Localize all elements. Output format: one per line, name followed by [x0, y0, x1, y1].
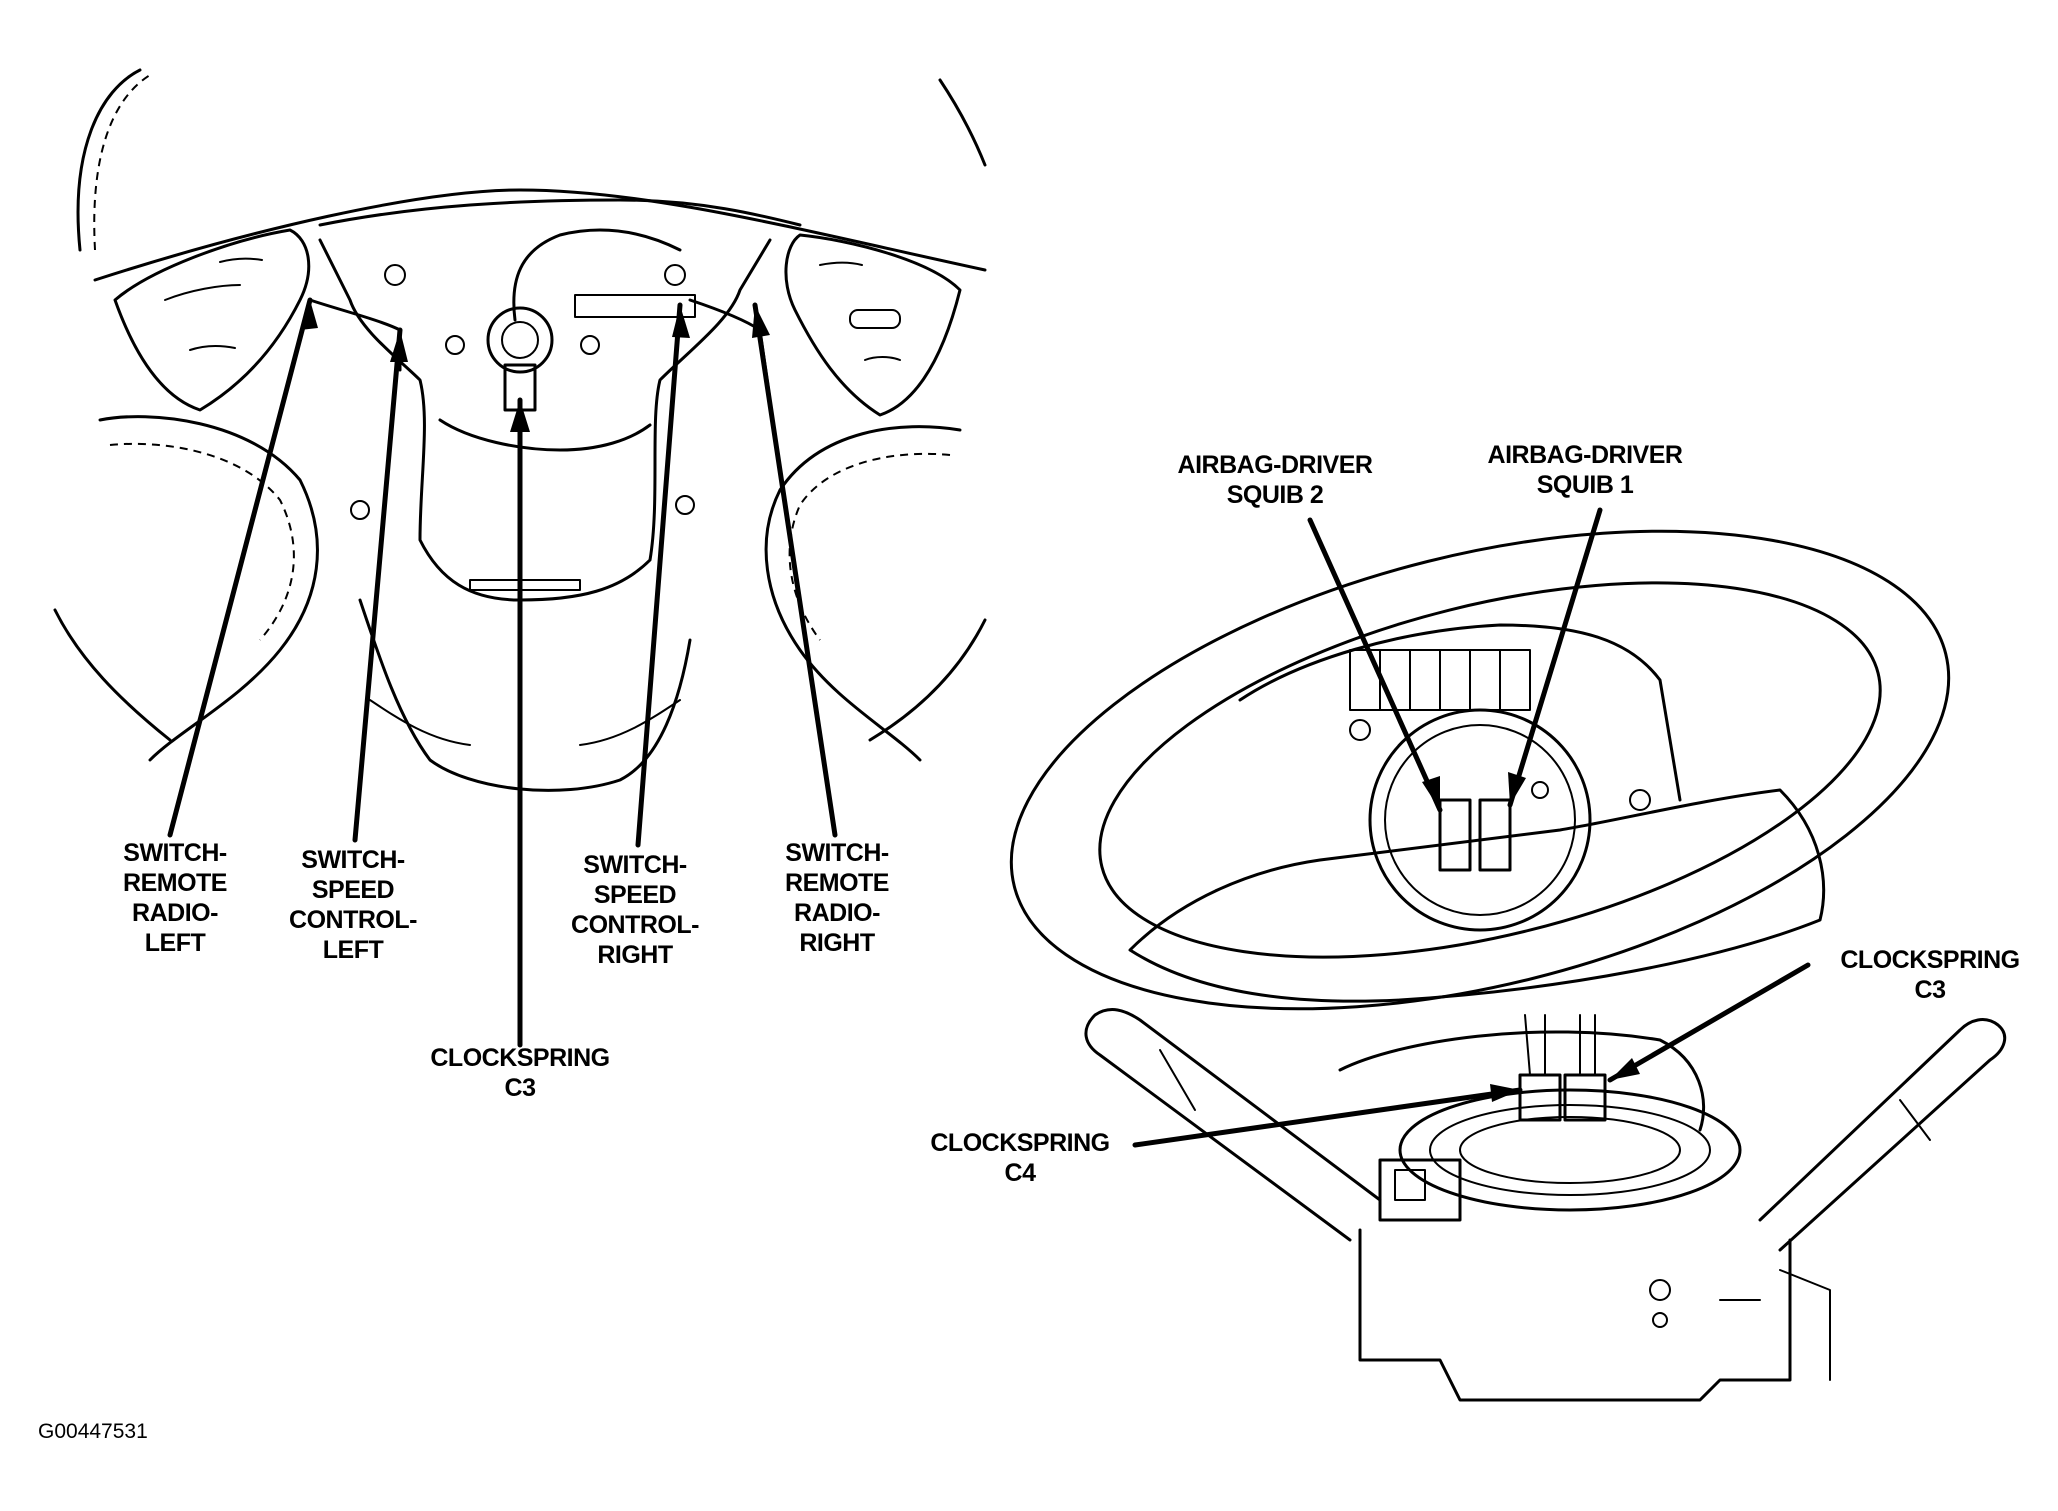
label-switch-speed-control-right: SWITCH- SPEED CONTROL- RIGHT [550, 850, 720, 970]
airbag-connector-grid [1349, 649, 1531, 711]
label-line: CONTROL- [571, 911, 699, 939]
label-line: RADIO- [132, 899, 218, 927]
label-line: SQUIB 2 [1226, 481, 1324, 509]
label-switch-remote-radio-right: SWITCH- REMOTE RADIO- RIGHT [752, 838, 922, 958]
right-leader-lines [1132, 507, 1811, 1148]
label-line: AIRBAG-DRIVER [1177, 451, 1373, 479]
label-line: C3 [1914, 976, 1946, 1004]
label-line: REMOTE [785, 869, 889, 897]
label-clockspring-c4: CLOCKSPRING C4 [905, 1128, 1135, 1188]
label-line: CLOCKSPRING [1840, 946, 2020, 974]
label-line: RIGHT [799, 929, 875, 957]
label-clockspring-c3-left: CLOCKSPRING C3 [410, 1043, 630, 1103]
label-line: C4 [1004, 1159, 1036, 1187]
label-line: REMOTE [123, 869, 227, 897]
label-airbag-driver-squib-2: AIRBAG-DRIVER SQUIB 2 [1170, 450, 1380, 510]
left-leader-lines [167, 297, 838, 1048]
label-line: SPEED [311, 876, 395, 904]
label-line: RADIO- [794, 899, 880, 927]
label-line: SWITCH- [785, 839, 889, 867]
label-clockspring-c3-right: CLOCKSPRING C3 [1815, 945, 2045, 1005]
label-switch-remote-radio-left: SWITCH- REMOTE RADIO- LEFT [90, 838, 260, 958]
label-line: SWITCH- [301, 846, 405, 874]
label-line: LEFT [322, 936, 384, 964]
label-line: CLOCKSPRING [430, 1044, 610, 1072]
label-line: AIRBAG-DRIVER [1487, 441, 1683, 469]
label-line: RIGHT [597, 941, 673, 969]
label-airbag-driver-squib-1: AIRBAG-DRIVER SQUIB 1 [1480, 440, 1690, 500]
label-line: CONTROL- [289, 906, 417, 934]
label-line: CLOCKSPRING [930, 1129, 1110, 1157]
label-switch-speed-control-left: SWITCH- SPEED CONTROL- LEFT [268, 845, 438, 965]
label-line: SWITCH- [123, 839, 227, 867]
label-line: SWITCH- [583, 851, 687, 879]
label-line: C3 [504, 1074, 536, 1102]
label-line: SPEED [593, 881, 677, 909]
right-steering-wheel-view [1009, 529, 2007, 1402]
left-steering-wheel-rear-view [53, 68, 987, 792]
label-line: SQUIB 1 [1536, 471, 1634, 499]
figure-id: G00447531 [38, 1420, 148, 1443]
label-line: LEFT [144, 929, 206, 957]
